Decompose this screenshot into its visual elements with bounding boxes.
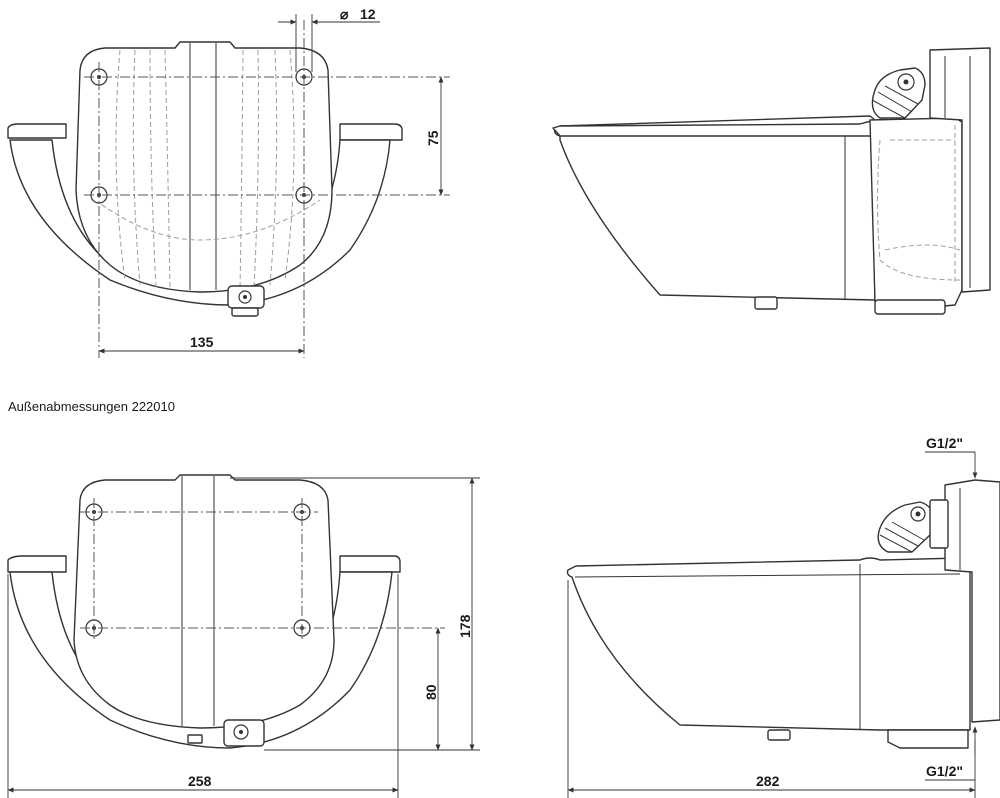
dim-label-length: 282: [756, 773, 780, 789]
front-view-bottom: 178 80 258: [7, 474, 480, 798]
dim-label-hole-height: 80: [423, 684, 439, 700]
side-view-bottom: G1/2" G1/2" 282: [566, 435, 1000, 798]
dim-label-width: 258: [188, 773, 212, 789]
dim-label-thread-bottom: G1/2": [926, 763, 963, 779]
caption-outer-dimensions: Außenabmessungen 222010: [8, 399, 175, 414]
dim-label-thread-top: G1/2": [926, 435, 963, 451]
dim-label-hole-horizontal: 135: [190, 334, 214, 350]
dim-label-hole-diameter: 12: [360, 6, 376, 22]
dim-label-hole-vertical: 75: [425, 130, 441, 146]
front-view-top: ⌀ 12 75 135: [7, 6, 450, 358]
dim-label-diameter-symbol: ⌀: [340, 6, 349, 22]
side-view-top: [552, 47, 991, 315]
dim-label-height: 178: [457, 614, 473, 638]
